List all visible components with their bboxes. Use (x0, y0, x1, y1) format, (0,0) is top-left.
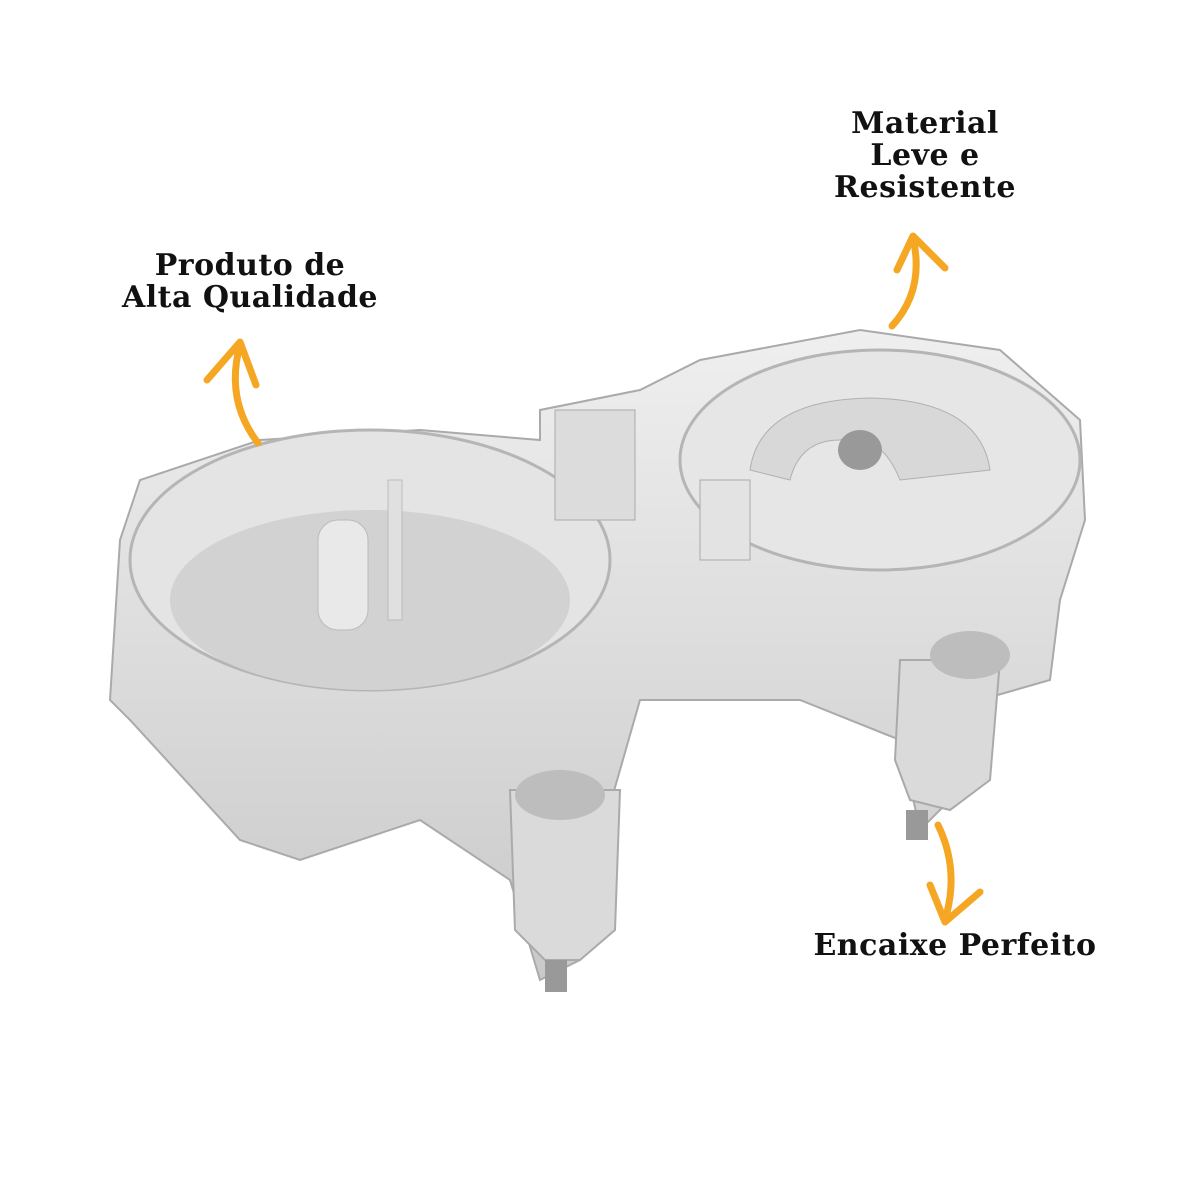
callout-line: Leve e (870, 138, 980, 173)
arrow-icon (888, 234, 920, 330)
arrow-icon (934, 821, 955, 924)
callout-perfect-fit: Encaixe Perfeito (800, 930, 1110, 962)
right-bowl (678, 348, 1082, 572)
right-post (893, 659, 1002, 812)
callout-high-quality: Produto de Alta Qualidade (110, 250, 390, 314)
callout-line: Alta Qualidade (121, 280, 379, 315)
callout-line: Material (851, 106, 999, 141)
callout-line: Produto de (154, 248, 346, 283)
callout-line: Resistente (834, 170, 1016, 205)
callout-line: Encaixe Perfeito (813, 928, 1097, 963)
callout-light-material: Material Leve e Resistente (820, 108, 1030, 204)
arrow-icon (231, 341, 262, 447)
left-post (508, 789, 622, 961)
